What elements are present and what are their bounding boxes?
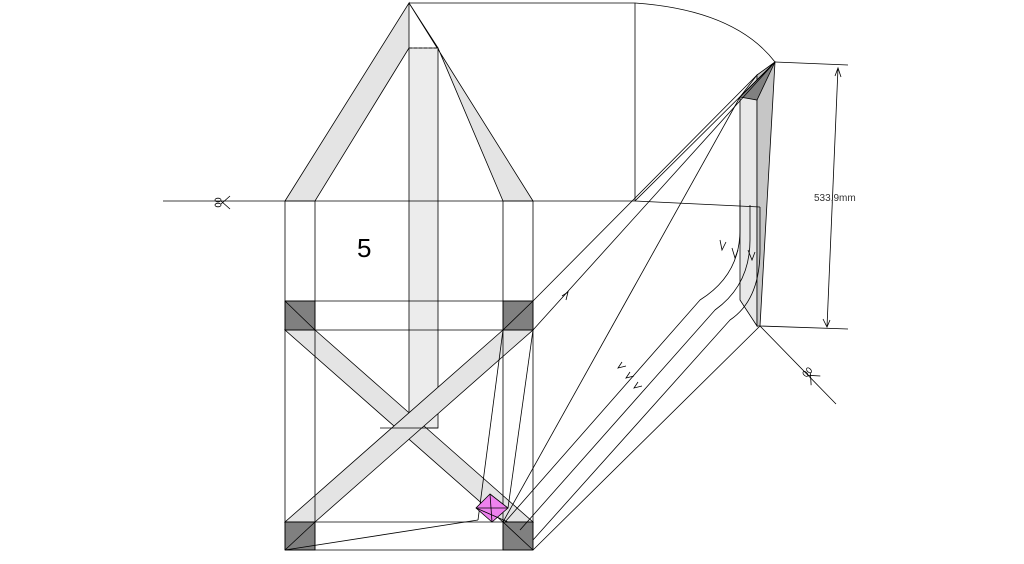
curve-1 [504, 200, 741, 523]
scissors-icon [802, 367, 821, 386]
scissors-handle [806, 367, 812, 374]
direction-arrows [561, 239, 756, 389]
cut-line-right [759, 325, 837, 405]
center-band [408, 47, 439, 429]
outline-edge [502, 96, 741, 523]
scissors-handle [214, 202, 222, 208]
outline-edge [507, 329, 534, 509]
dimension-line [826, 67, 839, 328]
scissors-blade [220, 195, 231, 205]
outline-lines [163, 2, 837, 551]
scissors-handle [214, 197, 222, 203]
arrow-icon [719, 239, 727, 252]
curve-2 [519, 205, 751, 531]
corner-diag [502, 521, 534, 551]
arrow-icon [731, 247, 739, 260]
dim-arrow-bottom [822, 318, 831, 328]
roof-bands [284, 1, 534, 429]
scissors-handle [802, 371, 809, 377]
dimension [759, 61, 849, 330]
roof-band-left [284, 1, 410, 202]
arrow-icon [561, 291, 569, 301]
dim-arrow-top [834, 66, 842, 78]
corner-diag [502, 300, 534, 331]
corner-diag [284, 521, 316, 551]
outline-edge [532, 74, 758, 302]
dimension-extension [774, 61, 849, 66]
outline-edge [532, 61, 776, 331]
scissors-blade [810, 373, 812, 386]
piece-number: 5 [357, 233, 371, 263]
curved-bands [739, 61, 776, 328]
scissors-blade [808, 374, 821, 377]
top-arc [634, 2, 776, 63]
dimension-extension [759, 325, 849, 330]
side-band-dark [756, 61, 776, 327]
outer-curve [532, 325, 761, 551]
curve-3 [532, 207, 761, 541]
scissors-icon [214, 195, 231, 210]
outline-edge [284, 519, 479, 551]
arrow-icon [633, 381, 643, 389]
dimension-label: 533,9mm [814, 193, 856, 204]
arrow-icon [617, 361, 627, 369]
marker [475, 493, 509, 523]
outline-edge [634, 200, 761, 208]
outline-edge [634, 61, 776, 202]
marker-line [475, 507, 509, 523]
arrow-icon [625, 371, 635, 379]
outline-edge [477, 329, 504, 521]
arrow-icon [747, 249, 756, 262]
corner-diag [284, 300, 316, 331]
scissors-blade [220, 200, 231, 210]
